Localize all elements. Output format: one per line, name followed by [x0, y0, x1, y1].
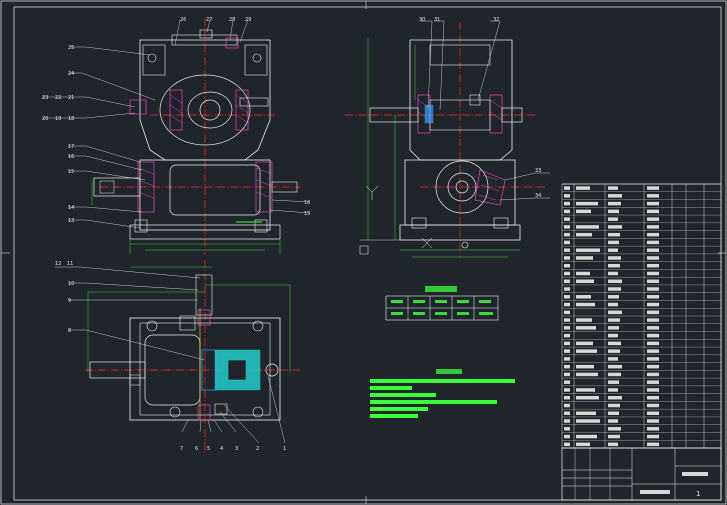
- svg-text:19: 19: [55, 116, 61, 122]
- svg-text:13: 13: [68, 218, 74, 224]
- inner-frame: [13, 6, 722, 501]
- svg-text:15: 15: [68, 169, 74, 175]
- title-block: 1: [561, 447, 722, 501]
- svg-text:17: 17: [68, 144, 74, 150]
- svg-text:1: 1: [283, 446, 286, 452]
- front-view[interactable]: 25 24 23 22 21 20 19 18 17 16 15 14 13 2…: [42, 17, 310, 255]
- svg-text:34: 34: [535, 193, 541, 199]
- svg-text:22: 22: [55, 95, 61, 101]
- svg-text:28: 28: [229, 17, 235, 23]
- svg-text:26: 26: [180, 17, 186, 23]
- svg-text:23: 23: [42, 95, 48, 101]
- svg-text:3: 3: [235, 446, 238, 452]
- svg-text:12: 12: [55, 261, 61, 267]
- svg-text:16: 16: [304, 200, 310, 206]
- svg-text:21: 21: [68, 95, 74, 101]
- svg-text:10: 10: [68, 281, 74, 287]
- svg-text:15: 15: [304, 211, 310, 217]
- svg-text:27: 27: [206, 17, 212, 23]
- svg-text:8: 8: [68, 328, 71, 334]
- svg-text:4: 4: [220, 446, 223, 452]
- svg-text:11: 11: [67, 261, 73, 267]
- tech-spec-table: [385, 286, 499, 321]
- svg-text:24: 24: [68, 71, 74, 77]
- svg-text:6: 6: [195, 446, 198, 452]
- svg-text:30: 30: [419, 17, 425, 23]
- svg-text:31: 31: [434, 17, 440, 23]
- svg-text:2: 2: [256, 446, 259, 452]
- side-view[interactable]: 30 31 32 33 34: [345, 17, 550, 258]
- svg-text:20: 20: [42, 116, 48, 122]
- parts-list-table: [561, 183, 722, 449]
- svg-text:9: 9: [68, 298, 71, 304]
- svg-text:29: 29: [245, 17, 251, 23]
- svg-text:14: 14: [68, 205, 74, 211]
- sheet-number: 1: [696, 490, 700, 498]
- svg-text:5: 5: [207, 446, 210, 452]
- svg-text:33: 33: [535, 168, 541, 174]
- technical-requirements: [370, 369, 515, 418]
- svg-text:32: 32: [493, 17, 499, 23]
- svg-text:16: 16: [68, 154, 74, 160]
- svg-text:7: 7: [180, 446, 183, 452]
- svg-text:18: 18: [68, 116, 74, 122]
- svg-text:25: 25: [68, 45, 74, 51]
- top-view[interactable]: 12 11 10 9 8 7 6 5 4 3 2 1: [55, 260, 300, 455]
